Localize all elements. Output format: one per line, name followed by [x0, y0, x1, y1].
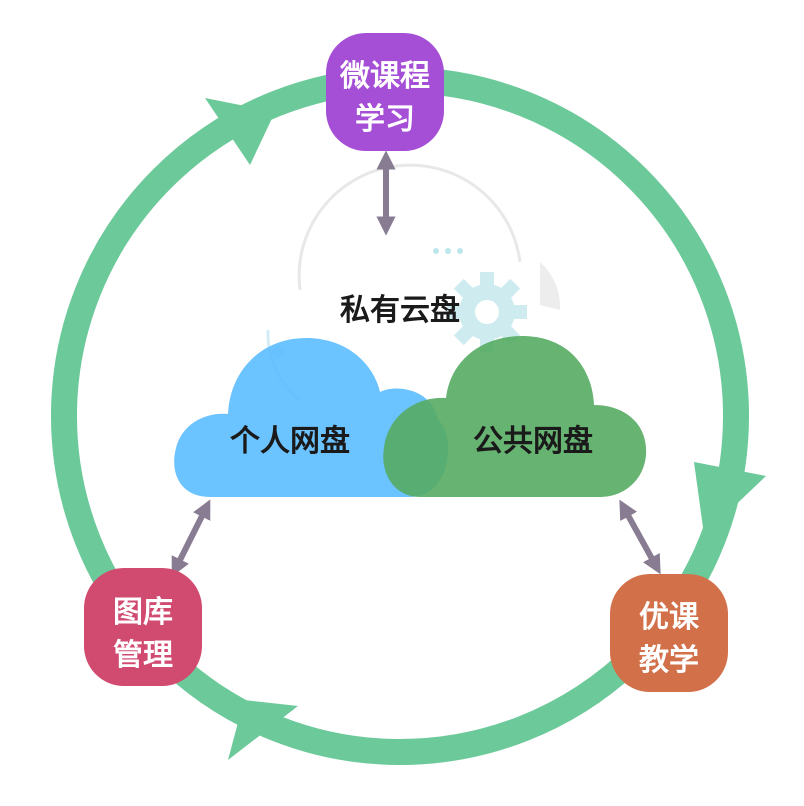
cycle-arrow-icon [205, 98, 275, 165]
node-gallery-line1: 图库 [113, 595, 173, 630]
node-quality-teaching-line1: 优课 [639, 600, 700, 635]
node-micro-course[interactable]: 微课程 学习 [326, 33, 444, 151]
node-micro-course-line2: 学习 [355, 102, 415, 137]
node-quality-teaching[interactable]: 优课 教学 [610, 574, 728, 692]
double-arrow-icon [171, 499, 211, 577]
cloud-public-label: 公共网盘 [473, 424, 593, 459]
node-gallery-line2: 管理 [113, 638, 173, 673]
cloud-public [383, 336, 647, 497]
node-quality-teaching-line2: 教学 [639, 643, 699, 678]
node-gallery[interactable]: 图库 管理 [84, 568, 202, 686]
chat-bubble-icon [433, 248, 463, 254]
cloud-personal [174, 338, 449, 497]
connector-arrows [171, 150, 661, 577]
cycle-arrow-icon [228, 700, 298, 760]
cloud-personal-label: 个人网盘 [230, 424, 350, 459]
node-micro-course-line1: 微课程 [339, 59, 430, 94]
cycle-arrow-icon [694, 462, 766, 535]
center-title: 私有云盘 [340, 293, 460, 328]
decorative-background [266, 163, 561, 402]
double-arrow-icon [619, 499, 661, 575]
gear-icon [447, 272, 527, 352]
